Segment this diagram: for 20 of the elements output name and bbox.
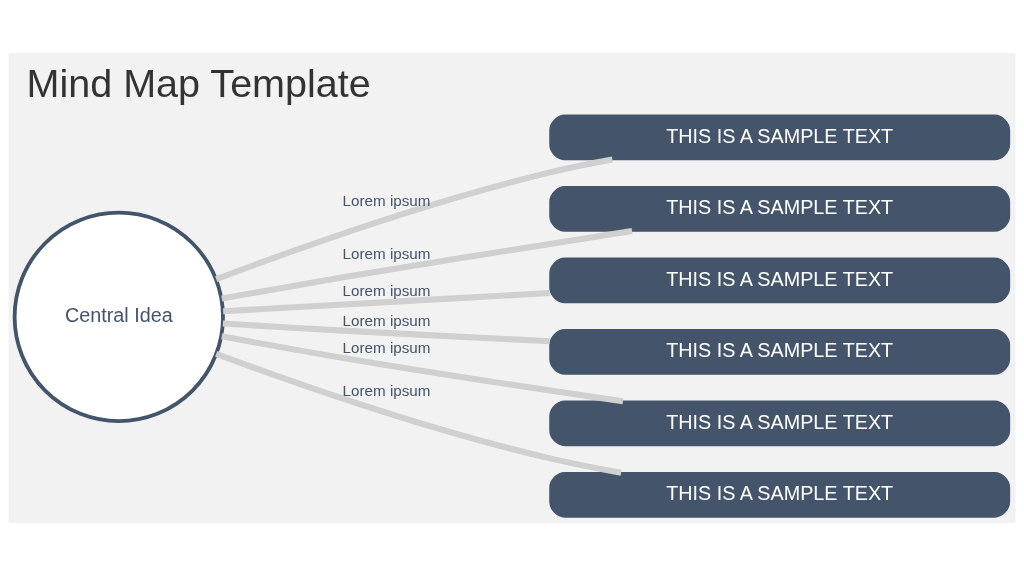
edge-label: Lorem ipsum (342, 191, 431, 209)
node-box: THIS IS A SAMPLE TEXT (549, 329, 1011, 375)
edge-label: Lorem ipsum (342, 381, 431, 399)
connector (222, 320, 550, 345)
node-box: THIS IS A SAMPLE TEXT (549, 114, 1011, 161)
connector (215, 351, 622, 476)
connector (215, 156, 613, 283)
diagram-title: Mind Map Template (26, 60, 371, 105)
edge-label: Lorem ipsum (342, 281, 431, 299)
connector (222, 290, 550, 315)
node-circle: Central Idea (12, 210, 225, 423)
edge-label: Lorem ipsum (342, 312, 431, 330)
edge-label: Lorem ipsum (342, 245, 431, 263)
connector (221, 333, 624, 405)
edge-label: Lorem ipsum (342, 339, 431, 357)
node-box: THIS IS A SAMPLE TEXT (549, 257, 1011, 304)
connector (221, 228, 633, 302)
node-box: THIS IS A SAMPLE TEXT (549, 186, 1011, 232)
node-box: THIS IS A SAMPLE TEXT (549, 472, 1011, 518)
node-box: THIS IS A SAMPLE TEXT (549, 400, 1011, 447)
